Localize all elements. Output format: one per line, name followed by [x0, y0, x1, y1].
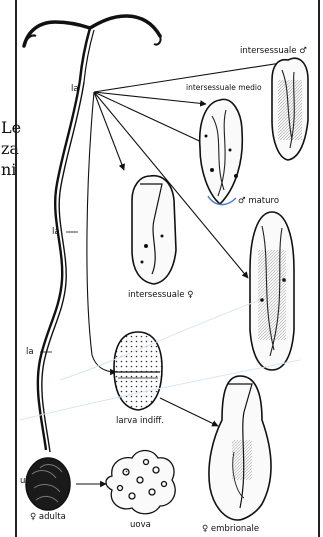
label-ut: ut [20, 476, 29, 486]
arrow-larva-to-embryo [160, 398, 218, 426]
label-eggs: uova [130, 520, 151, 530]
label-intersex-female: intersessuale ♀ [128, 290, 193, 300]
mature-male [250, 212, 294, 370]
label-larva-indiff: larva indiff. [116, 416, 164, 426]
label-intersex-medium: intersessuale medio [186, 83, 262, 92]
label-intersex-male: intersessuale ♂ [240, 46, 307, 56]
label-la-mid: la [52, 227, 60, 237]
label-la-low: la [26, 347, 34, 357]
label-la-top: la [71, 84, 79, 94]
arrow-to-larva [87, 92, 116, 372]
eggs-cluster [106, 451, 175, 514]
intersex-female-larva [132, 176, 176, 284]
intersex-male-larva [272, 58, 308, 160]
undifferentiated-larva [114, 332, 162, 410]
label-mature-male: ♂ maturo [238, 196, 279, 206]
label-embryonic-female: ♀ embrionale [202, 524, 259, 534]
label-adult-female: ♀ adulta [30, 512, 66, 522]
intersex-medium-larva [200, 99, 243, 204]
embryonic-female [209, 376, 271, 520]
arrow-to-intersex-medium [94, 92, 206, 104]
